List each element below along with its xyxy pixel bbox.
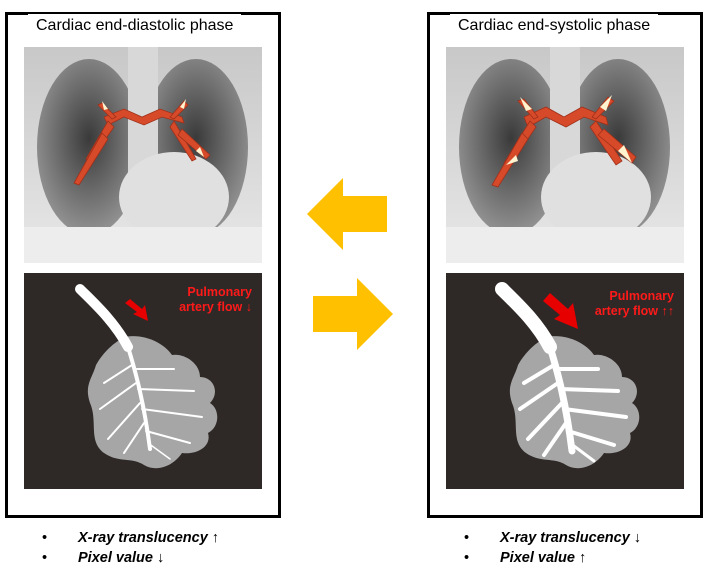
diastolic-bullets: •X-ray translucency ↑ •Pixel value ↓ <box>42 528 219 568</box>
flow-direction-arrow <box>125 299 148 321</box>
flow-direction-arrow <box>543 293 578 329</box>
arrow-right-icon <box>313 278 393 350</box>
bullet-item: •X-ray translucency ↑ <box>42 530 220 546</box>
lung-vessel-diagram-systolic: Pulmonary artery flow ↑↑ <box>446 273 684 489</box>
arrow-left-icon <box>307 178 387 250</box>
pulmonary-flow-label: Pulmonary artery flow ↓ <box>179 285 252 314</box>
chest-xray-diastolic <box>24 47 262 263</box>
pulmonary-flow-label: Pulmonary artery flow ↑↑ <box>594 289 674 318</box>
lung-tissue <box>509 336 640 469</box>
end-diastolic-panel: Cardiac end-diastolic phase <box>5 12 281 518</box>
systolic-bullets: •X-ray translucency ↓ •Pixel value ↑ <box>464 528 641 568</box>
flow-arrows-xray <box>506 95 632 165</box>
lung-vessel-diagram-diastolic: Pulmonary artery flow ↓ <box>24 273 262 489</box>
end-systolic-panel: Cardiac end-systolic phase <box>427 12 703 518</box>
bullet-item: •X-ray translucency ↓ <box>464 530 642 546</box>
lung-tissue <box>87 336 218 469</box>
phase-title: Cardiac end-diastolic phase <box>28 14 242 40</box>
flow-arrows-xray <box>102 99 204 157</box>
phase-title: Cardiac end-systolic phase <box>450 14 659 40</box>
bullet-item: •Pixel value ↑ <box>464 550 587 566</box>
bullet-item: •Pixel value ↓ <box>42 550 165 566</box>
vessel-tree <box>495 282 628 463</box>
vessel-tree <box>75 284 203 460</box>
pulmonary-artery-overlay <box>73 100 211 186</box>
chest-xray-systolic <box>446 47 684 263</box>
